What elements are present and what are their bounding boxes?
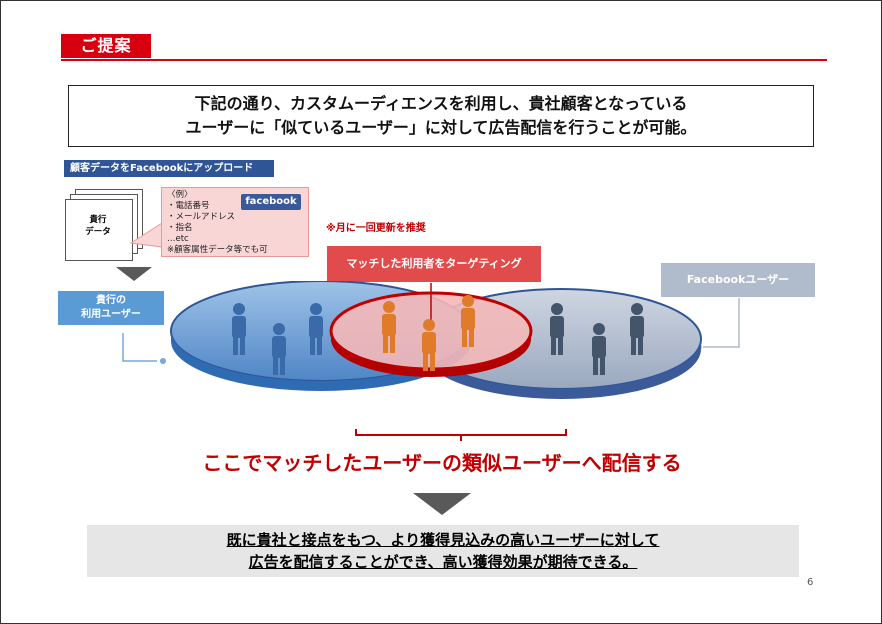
own-users-connector-dot [160, 358, 166, 364]
down-arrow-icon [116, 267, 152, 281]
conclusion-line-1: 既に貴社と接点をもつ、より獲得見込みの高いユーザーに対して [226, 531, 660, 549]
person-icon [382, 301, 396, 353]
matched-user-figures [382, 295, 475, 371]
document-label-line-1: 貴行 [89, 215, 107, 225]
facebook-users-label: Facebookユーザー [661, 263, 815, 297]
proposal-tag: ご提案 [61, 34, 151, 58]
own-users-line-2: 利用ユーザー [81, 309, 141, 320]
example-item: ・電話番号 [167, 201, 210, 211]
document-icon [65, 199, 133, 261]
overlap-ellipse-edge [331, 331, 531, 377]
example-item: …etc [167, 234, 189, 244]
person-icon [422, 319, 436, 371]
example-item: ・指名 [167, 223, 193, 233]
example-item: ※顧客属性データ等でも可 [167, 245, 268, 255]
own-users-line-1: 貴行の [96, 295, 126, 306]
update-note: ※月に一回更新を推奨 [326, 223, 426, 234]
conclusion-line-2: 広告を配信することができ、高い獲得効果が期待できる。 [248, 553, 638, 571]
person-icon [550, 303, 564, 355]
person-icon [461, 295, 475, 347]
facebook-logo: facebook [241, 194, 301, 210]
example-list: 〈例〉 ・電話番号 ・メールアドレス ・指名 …etc ※顧客属性データ等でも可 [167, 190, 268, 256]
example-item: 〈例〉 [167, 190, 193, 200]
intro-line-1: 下記の通り、カスタムーディエンスを利用し、貴社顧客となっている [194, 94, 688, 113]
header-rule [61, 59, 827, 61]
intro-line-2: ユーザーに「似ているユーザー」に対して広告配信を行うことが可能。 [185, 118, 697, 137]
person-icon [592, 323, 606, 375]
callout-pointer [129, 222, 163, 248]
person-icon [630, 303, 644, 355]
own-users-label: 貴行の 利用ユーザー [58, 291, 164, 325]
facebook-users-connector [703, 298, 740, 348]
document-label: 貴行 データ [65, 214, 131, 238]
page-number: 6 [807, 577, 814, 588]
conclusion-box: 既に貴社と接点をもつ、より獲得見込みの高いユーザーに対して 広告を配信することが… [87, 525, 799, 577]
intro-box: 下記の通り、カスタムーディエンスを利用し、貴社顧客となっている ユーザーに「似て… [68, 85, 814, 147]
bracket [355, 429, 567, 441]
upload-label: 顧客データをFacebookにアップロード [64, 160, 274, 177]
person-icon [272, 323, 286, 375]
facebook-user-figures [550, 303, 644, 375]
person-icon [309, 303, 323, 355]
own-users-ellipse-edge [171, 331, 471, 391]
own-users-connector [122, 333, 157, 362]
person-icon [232, 303, 246, 355]
facebook-users-ellipse-edge [421, 339, 701, 399]
document-label-line-2: データ [85, 227, 111, 237]
venn-diagram [122, 281, 740, 441]
example-item: ・メールアドレス [167, 212, 236, 222]
headline: ここでマッチしたユーザーの類似ユーザーへ配信する [202, 451, 682, 475]
own-user-figures [232, 303, 323, 375]
match-label-box: マッチした利用者をターゲティング [327, 246, 541, 282]
down-arrow-icon [413, 493, 471, 515]
